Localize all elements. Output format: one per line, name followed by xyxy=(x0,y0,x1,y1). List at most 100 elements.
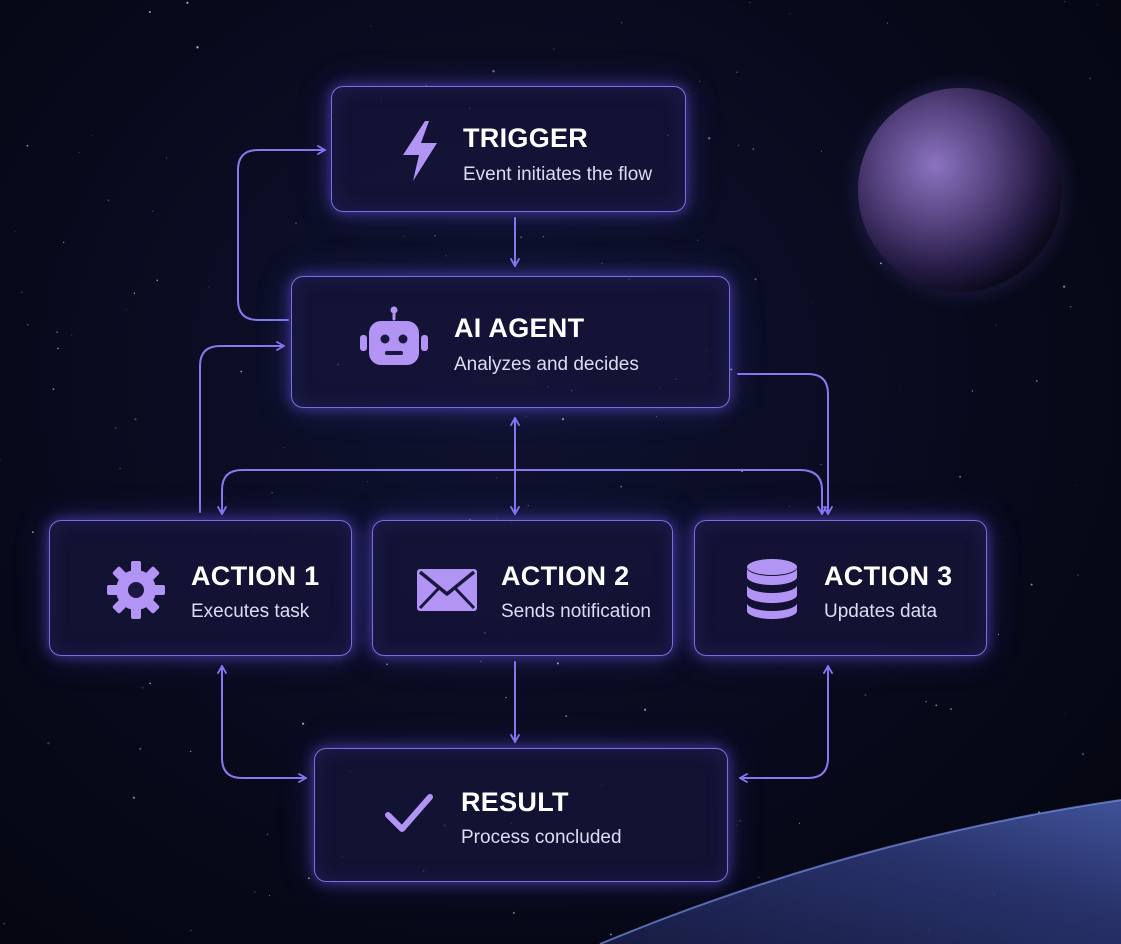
star xyxy=(151,210,154,213)
connector-branch-left xyxy=(217,469,516,515)
star xyxy=(821,150,822,152)
action1-subtitle: Executes task xyxy=(191,601,310,622)
trigger-node[interactable]: TRIGGER Event initiates the flow xyxy=(331,86,686,212)
ai-agent-node[interactable]: AI AGENT Analyzes and decides xyxy=(291,276,730,408)
star xyxy=(553,48,555,50)
star xyxy=(31,531,34,534)
database-icon xyxy=(747,559,797,619)
star xyxy=(240,370,243,373)
star xyxy=(139,747,142,750)
star xyxy=(697,239,699,241)
star xyxy=(445,267,447,269)
star xyxy=(899,388,901,390)
star xyxy=(26,323,29,326)
envelope-icon xyxy=(417,569,477,611)
star xyxy=(959,475,962,478)
star xyxy=(165,157,167,159)
star xyxy=(925,700,927,703)
planet-horizon-rim xyxy=(599,799,1121,944)
star xyxy=(186,1,189,4)
star xyxy=(47,742,50,745)
star xyxy=(367,481,368,483)
star xyxy=(469,518,471,521)
star xyxy=(496,477,498,479)
star xyxy=(754,278,757,281)
star xyxy=(425,84,427,87)
connector-agent-to-action3 xyxy=(737,373,833,515)
star xyxy=(329,942,331,944)
star xyxy=(1064,1,1066,3)
star xyxy=(52,388,55,391)
star xyxy=(434,235,436,237)
star xyxy=(133,292,136,294)
star xyxy=(997,633,1000,636)
star xyxy=(1030,583,1033,586)
star xyxy=(496,518,498,520)
lightning-bolt-icon xyxy=(403,121,437,181)
star xyxy=(134,418,137,421)
connector-agent-loop-to-trigger xyxy=(237,145,326,321)
star xyxy=(62,241,65,244)
star xyxy=(520,236,523,239)
star xyxy=(0,459,1,461)
action3-title: ACTION 3 xyxy=(824,561,953,591)
star xyxy=(196,46,199,49)
star xyxy=(935,704,938,707)
result-title: RESULT xyxy=(461,787,569,817)
result-subtitle: Process concluded xyxy=(461,827,622,848)
star xyxy=(189,750,192,753)
star xyxy=(1077,574,1079,576)
star xyxy=(479,660,482,663)
star xyxy=(886,22,889,24)
result-node[interactable]: RESULT Process concluded xyxy=(314,748,728,882)
star xyxy=(561,418,565,421)
star xyxy=(190,929,192,932)
star xyxy=(505,696,507,699)
star xyxy=(188,34,190,36)
star xyxy=(403,236,405,238)
star xyxy=(525,415,527,417)
star xyxy=(91,135,93,137)
planet xyxy=(858,88,1062,292)
star xyxy=(298,902,300,904)
star xyxy=(1070,306,1072,308)
star xyxy=(141,686,144,689)
star xyxy=(14,231,16,233)
star xyxy=(208,286,210,288)
star xyxy=(737,144,740,147)
star xyxy=(620,485,623,488)
star xyxy=(57,347,59,350)
star xyxy=(445,254,448,257)
star xyxy=(820,463,822,466)
star xyxy=(254,891,256,893)
planet-horizon xyxy=(600,800,1121,944)
star xyxy=(812,301,813,303)
action2-subtitle: Sends notification xyxy=(501,601,651,622)
action3-node[interactable]: ACTION 3 Updates data xyxy=(694,520,987,656)
star xyxy=(1075,485,1076,486)
trigger-title: TRIGGER xyxy=(463,123,589,153)
star xyxy=(739,820,741,822)
star xyxy=(492,70,495,73)
star xyxy=(107,199,110,202)
star xyxy=(308,877,310,880)
star xyxy=(698,80,701,83)
star xyxy=(736,824,738,826)
star xyxy=(386,663,388,666)
star xyxy=(132,796,135,799)
star xyxy=(1064,713,1066,715)
star xyxy=(266,833,269,836)
action2-node[interactable]: ACTION 2 Sends notification xyxy=(372,520,673,656)
star xyxy=(798,822,801,824)
star xyxy=(1001,536,1003,537)
star xyxy=(565,715,568,717)
star xyxy=(752,148,755,150)
star xyxy=(542,235,545,238)
star xyxy=(20,291,23,294)
star xyxy=(758,876,760,878)
action1-node[interactable]: ACTION 1 Executes task xyxy=(49,520,352,656)
star xyxy=(271,491,273,494)
gear-icon xyxy=(107,561,165,619)
